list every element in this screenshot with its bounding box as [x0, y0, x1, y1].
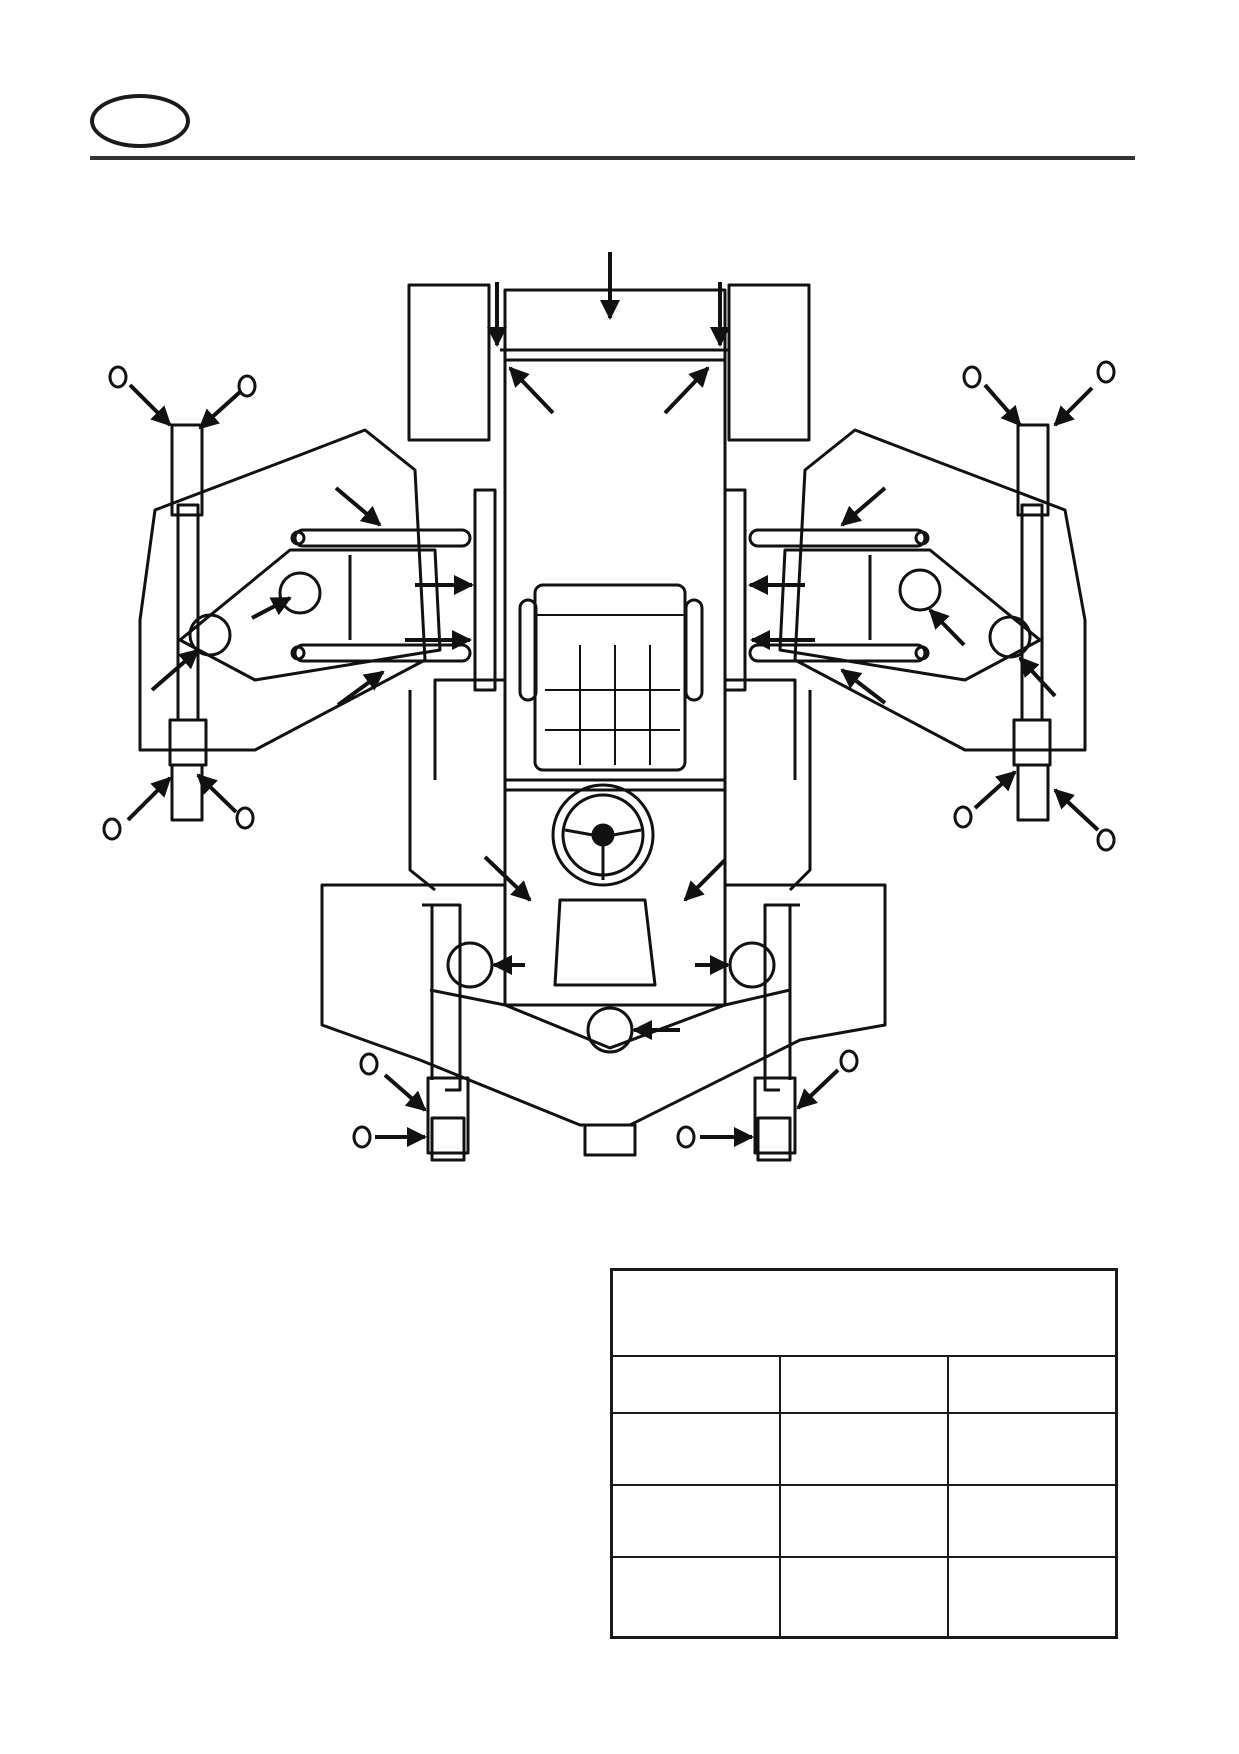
circle-o-icon: [676, 1125, 696, 1149]
table-cell: [613, 1484, 781, 1556]
circle-o-icon: [839, 1049, 859, 1073]
table-cell: [613, 1556, 781, 1636]
table-row: [613, 1412, 1115, 1486]
circle-o-icon: [1096, 828, 1116, 852]
table-cell: [949, 1412, 1115, 1484]
table-title-row: [613, 1271, 1115, 1357]
table-header-cell: [781, 1355, 949, 1412]
front-deck: [320, 883, 887, 1127]
circle-o-icon: [962, 365, 982, 389]
circle-o-icon: [359, 1052, 379, 1076]
table-cell: [781, 1412, 949, 1484]
table-cell: [949, 1484, 1115, 1556]
header-rule: [90, 156, 1135, 160]
circle-o-icon: [1096, 360, 1116, 384]
language-badge: [90, 94, 190, 148]
table-cell: [613, 1412, 781, 1484]
table-cell: [949, 1556, 1115, 1636]
table-title: [613, 1271, 1115, 1355]
table-header-cell: [613, 1355, 781, 1412]
right-wing-deck: [793, 428, 1087, 752]
circle-o-icon: [235, 806, 255, 830]
circle-o-icon: [953, 805, 973, 829]
table-header-row: [613, 1355, 1115, 1414]
lubrication-table: [610, 1268, 1118, 1639]
table-cell: [781, 1484, 949, 1556]
circle-o-icon: [352, 1125, 372, 1149]
table-row: [613, 1556, 1115, 1636]
left-rear-wheel: [407, 283, 491, 442]
table-column-divider: [947, 1355, 949, 1636]
circle-o-icon: [237, 374, 257, 398]
table-row: [613, 1484, 1115, 1558]
right-rear-wheel: [727, 283, 811, 442]
circle-o-icon: [102, 817, 122, 841]
table-header-cell: [949, 1355, 1115, 1412]
left-wing-deck: [138, 428, 427, 752]
table-column-divider: [779, 1355, 781, 1636]
circle-o-icon: [108, 365, 128, 389]
table-cell: [781, 1556, 949, 1636]
